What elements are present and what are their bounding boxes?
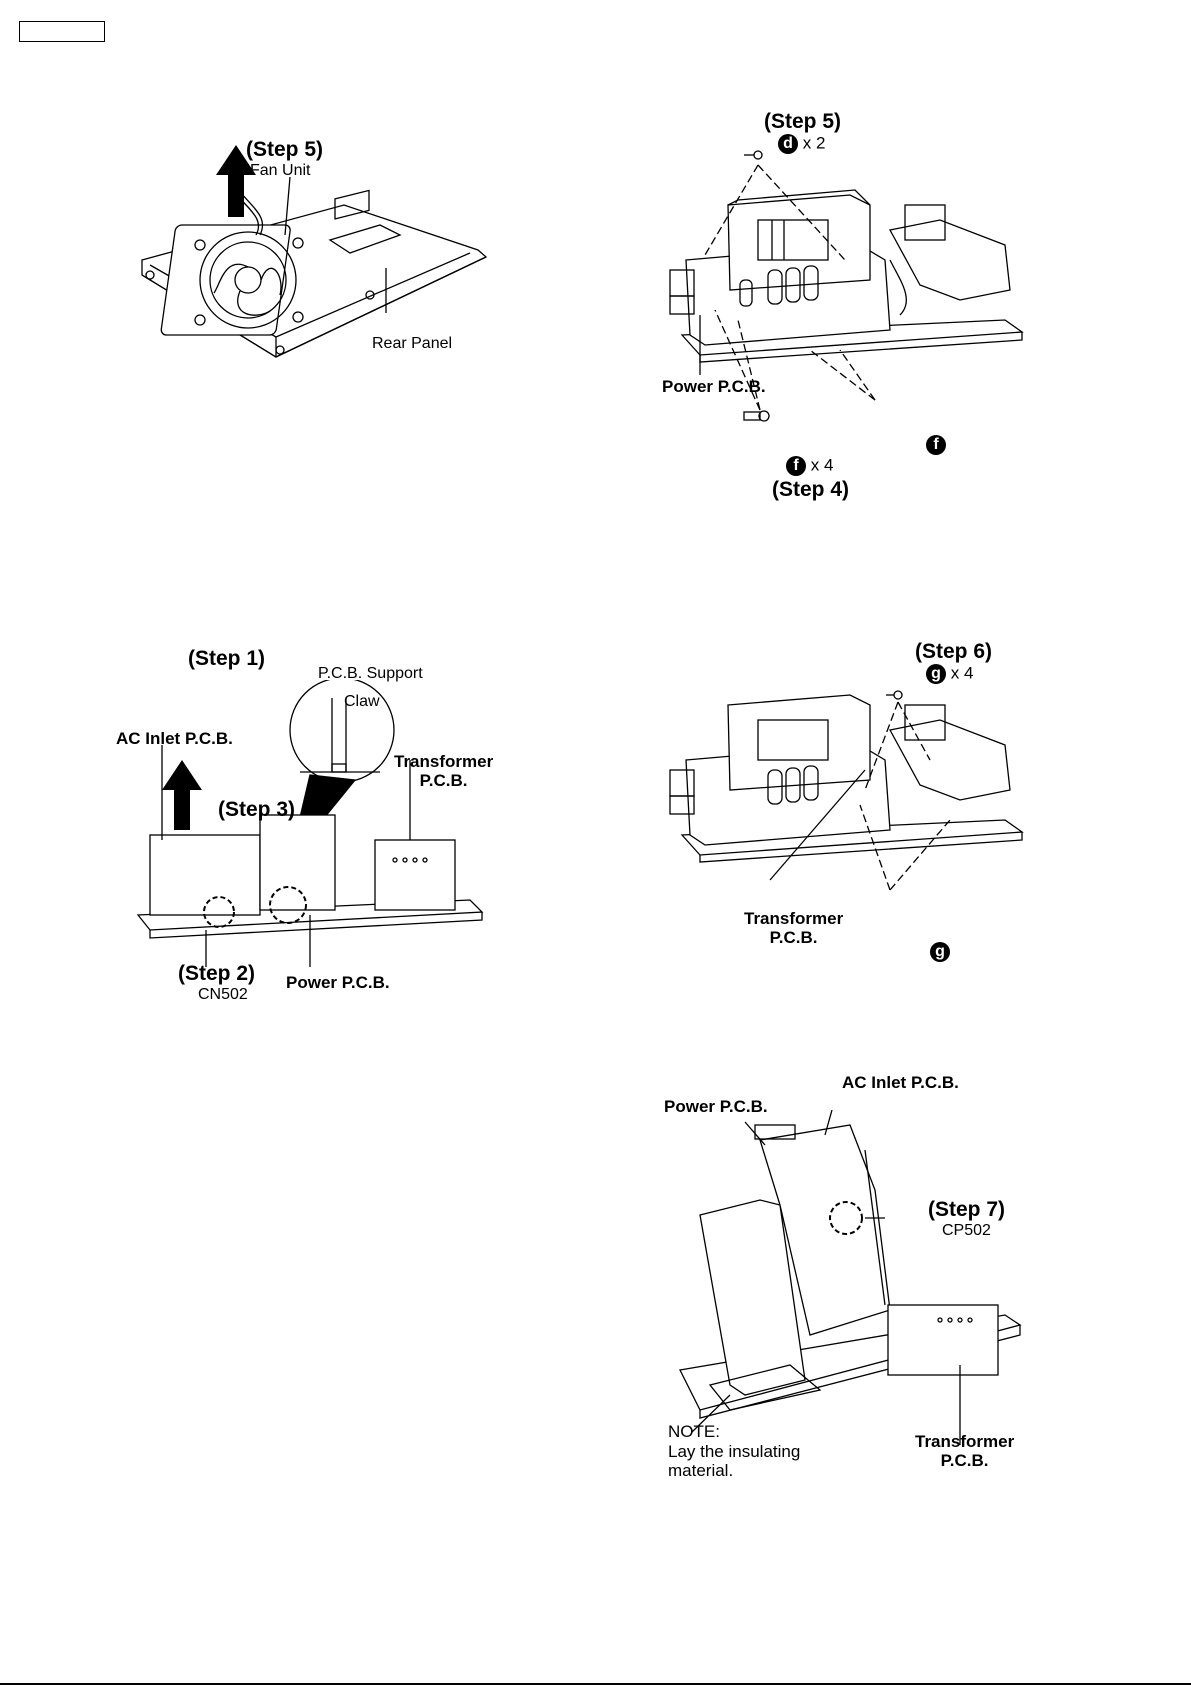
- screw-g-badge-bottom: g: [930, 942, 950, 962]
- ac-power-pcb-label: Power P.C.B.: [286, 973, 390, 992]
- power-pcb-label: Power P.C.B.: [662, 377, 766, 396]
- tilted-transformer-label: Transformer P.C.B.: [915, 1432, 1015, 1470]
- ac-step1-label: (Step 1): [188, 647, 266, 670]
- screw-d-callout: d x 2: [778, 134, 825, 154]
- screw-f-callout: f x 4: [786, 456, 833, 476]
- figure-transformer-screws: (Step 6) g x 4 Transformer P.C.B. g: [660, 640, 1060, 970]
- tilted-ac-inlet-label: AC Inlet P.C.B.: [842, 1073, 959, 1092]
- fan-step-label: (Step 5): [246, 138, 324, 161]
- tilted-transformer-line2: P.C.B.: [940, 1450, 989, 1470]
- claw-label: Claw: [344, 693, 380, 710]
- screw-g-count: x 4: [950, 663, 974, 683]
- transformer-line1: Transformer: [744, 909, 844, 928]
- ac-step3-label: (Step 3): [218, 798, 296, 821]
- screw-g-icon: g: [930, 942, 950, 962]
- rear-panel-label: Rear Panel: [372, 335, 453, 352]
- screw-g-icon: g: [926, 664, 946, 684]
- ac-step2-label: (Step 2): [178, 962, 256, 985]
- ac-transformer-line2: P.C.B.: [419, 770, 468, 790]
- cp502-label: CP502: [942, 1222, 991, 1239]
- note-line1: NOTE:: [668, 1422, 720, 1441]
- tilted-step7-label: (Step 7): [928, 1198, 1006, 1221]
- tilted-pcb-drawing: [679, 1110, 1022, 1445]
- ac-transformer-line1: Transformer: [394, 752, 494, 771]
- transformer-drawing: [669, 690, 1024, 891]
- figure-fan-unit: (Step 5) Fan Unit Rear Panel: [130, 125, 490, 385]
- screw-f-icon: f: [926, 435, 946, 455]
- screw-d-count: x 2: [802, 133, 826, 153]
- tilted-power-pcb-label: Power P.C.B.: [664, 1097, 768, 1116]
- insulating-note: NOTE: Lay the insulating material.: [668, 1422, 800, 1481]
- transformer-step6-label: (Step 6): [915, 640, 993, 663]
- ac-inlet-pcb-label: AC Inlet P.C.B.: [116, 729, 233, 748]
- note-line2: Lay the insulating: [668, 1441, 801, 1461]
- screw-g-callout: g x 4: [926, 664, 973, 684]
- figure-ac-inlet-pcb: (Step 1) P.C.B. Support Claw AC Inlet P.…: [110, 647, 510, 1020]
- screw-f-icon: f: [786, 456, 806, 476]
- screw-f-count: x 4: [810, 455, 834, 475]
- fan-rear-panel-drawing: [141, 145, 488, 358]
- ac-inlet-drawing: [136, 680, 484, 967]
- power-screws-step5-label: (Step 5): [764, 110, 842, 133]
- figure-tilted-power-pcb: AC Inlet P.C.B. Power P.C.B. (Step 7) CP…: [660, 1073, 1060, 1490]
- cn502-label: CN502: [198, 986, 248, 1003]
- bottom-rule: [0, 1683, 1191, 1685]
- ac-transformer-pcb-label: Transformer P.C.B.: [394, 752, 494, 790]
- transformer-pcb-label: Transformer P.C.B.: [744, 909, 844, 947]
- pcb-support-label: P.C.B. Support: [318, 665, 423, 682]
- fan-unit-label: Fan Unit: [250, 162, 311, 179]
- power-screws-step4-label: (Step 4): [772, 478, 850, 501]
- tilted-transformer-line1: Transformer: [915, 1432, 1015, 1451]
- power-pcb-drawing: [669, 150, 1024, 422]
- page-number-box: [19, 21, 105, 42]
- note-line3: material.: [668, 1461, 734, 1481]
- screw-f-badge-right: f: [926, 435, 946, 455]
- transformer-line2: P.C.B.: [769, 927, 818, 947]
- screw-d-icon: d: [778, 134, 798, 154]
- figure-power-pcb-screws: (Step 5) d x 2 Power P.C.B. f f x 4 (Ste…: [660, 110, 1060, 510]
